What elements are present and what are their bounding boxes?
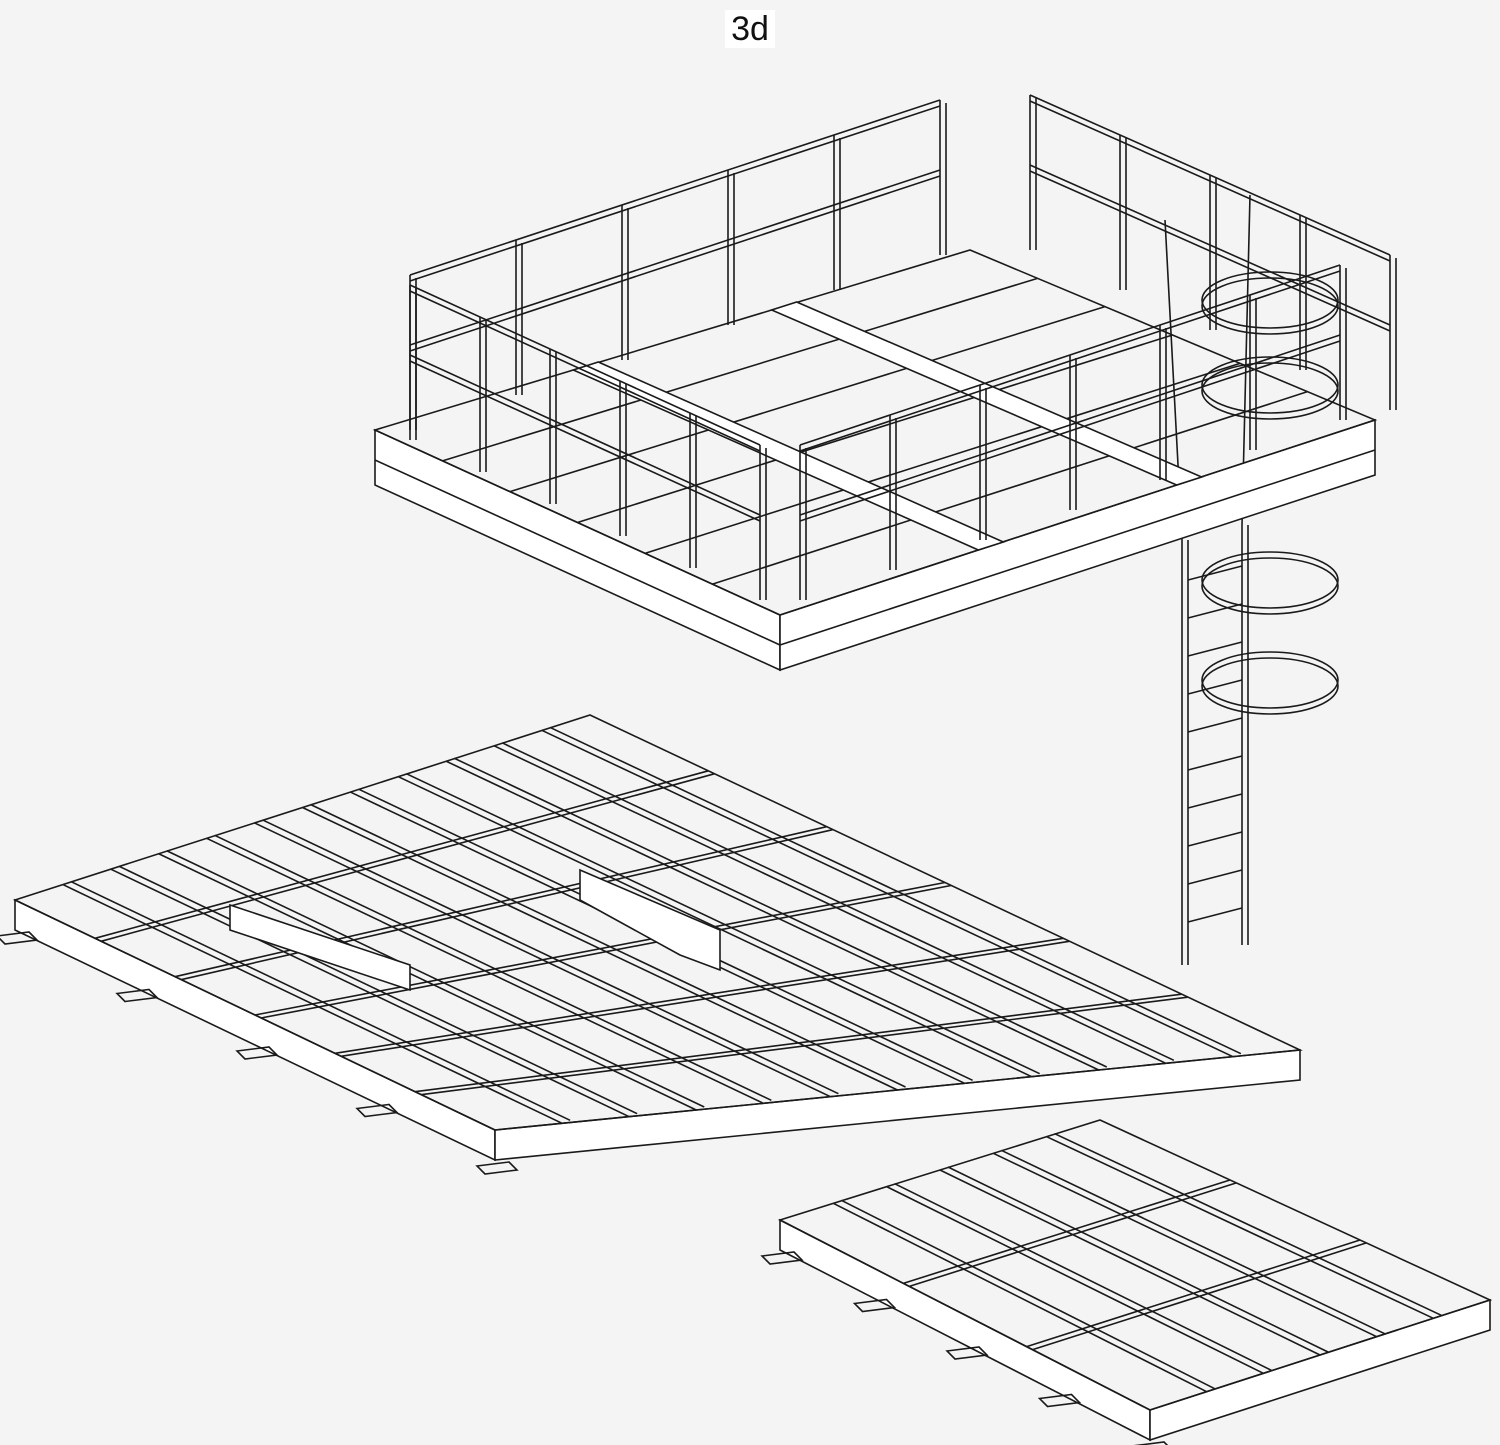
base-frame-left-joist-edge bbox=[453, 757, 1108, 1068]
base-frame-right-joist bbox=[1046, 1135, 1434, 1320]
base-frame-left-joist-edge bbox=[118, 865, 638, 1115]
support-beam bbox=[229, 903, 411, 992]
drawing-title: 3d bbox=[0, 10, 1500, 49]
deck-joist bbox=[509, 305, 1106, 493]
base-frame-left-joist-edge bbox=[310, 803, 906, 1088]
ladder-rung bbox=[1187, 717, 1243, 733]
platform-with-railing bbox=[372, 94, 1397, 672]
base-frame-left-joist bbox=[541, 729, 1234, 1058]
base-plate bbox=[1037, 1393, 1082, 1408]
railing-front-mid-rail bbox=[409, 354, 761, 516]
ladder-cage-hoop-edge bbox=[1201, 277, 1339, 335]
base-plate bbox=[235, 1046, 279, 1060]
base-frame-right-side-beam bbox=[1149, 1298, 1491, 1442]
base-frame-left-joist-edge bbox=[501, 742, 1175, 1062]
railing-front-mid-rail-edge bbox=[409, 360, 761, 522]
deck-joist bbox=[644, 362, 1241, 555]
ladder-rung bbox=[1187, 793, 1243, 809]
ladder-rung bbox=[1187, 755, 1243, 771]
ladder-rung bbox=[1187, 869, 1243, 885]
ladder-cage-hoop bbox=[1201, 551, 1339, 609]
base-plate bbox=[475, 1161, 519, 1175]
ladder-cage-hoop bbox=[1201, 356, 1339, 414]
ladder-rung bbox=[1187, 641, 1243, 657]
base-frame-left-joist-edge bbox=[70, 880, 571, 1122]
deck-joist bbox=[712, 390, 1308, 585]
base-frame bbox=[0, 714, 1493, 1445]
base-frame-left-joist-edge bbox=[549, 726, 1242, 1055]
base-frame-left-joist bbox=[493, 745, 1167, 1065]
ladder-rung bbox=[1187, 907, 1243, 923]
platform-side-beam bbox=[779, 418, 1376, 672]
base-plate bbox=[1133, 1441, 1169, 1445]
base-frame-right-joist-edge bbox=[947, 1166, 1329, 1353]
ladder-cage-hoop-edge bbox=[1201, 657, 1339, 715]
railing-back-left-mid-rail-edge bbox=[409, 175, 941, 352]
base-frame-left-joist-edge bbox=[405, 772, 1041, 1075]
base-frame-left-joist bbox=[158, 853, 697, 1111]
platform-deck-outline bbox=[372, 249, 1378, 616]
support-bracket bbox=[579, 868, 721, 972]
base-frame-left-joist-edge bbox=[214, 834, 772, 1102]
beam-flange bbox=[374, 459, 781, 646]
base-frame-right-joist-edge bbox=[1054, 1132, 1442, 1317]
base-plate bbox=[945, 1346, 989, 1360]
ladder-cage-hoop bbox=[1201, 271, 1339, 329]
base-frame-right-joist bbox=[832, 1202, 1208, 1393]
base-frame-right-joist bbox=[939, 1169, 1321, 1356]
base-frame-left-joist bbox=[445, 760, 1100, 1071]
base-frame-left-joist bbox=[254, 822, 831, 1098]
railing-back-left-top-rail-edge bbox=[409, 105, 941, 282]
base-frame-left-joist bbox=[397, 775, 1033, 1078]
ladder-rung bbox=[1187, 565, 1243, 581]
ladder-rung bbox=[1187, 679, 1243, 695]
ladder-rung bbox=[1187, 831, 1243, 847]
ladder-rung bbox=[1187, 603, 1243, 619]
base-frame-right-joist-edge bbox=[894, 1182, 1272, 1372]
railing-front-top-rail-edge bbox=[409, 290, 761, 452]
base-frame-right-joist bbox=[992, 1152, 1378, 1338]
railing-front-top-rail bbox=[409, 284, 761, 446]
deck-joist bbox=[442, 277, 1038, 462]
base-plate bbox=[355, 1103, 399, 1118]
base-plate bbox=[760, 1251, 804, 1265]
base-frame-left-joist bbox=[110, 868, 630, 1118]
beam-flange bbox=[779, 449, 1376, 646]
railing-back-left-top-rail bbox=[409, 99, 941, 276]
base-frame-left-joist bbox=[302, 806, 898, 1091]
ladder-cage-hoop-edge bbox=[1201, 557, 1339, 615]
base-frame-left-joist bbox=[206, 837, 764, 1105]
base-plate bbox=[0, 931, 39, 945]
base-plate bbox=[852, 1298, 897, 1313]
base-plate bbox=[115, 988, 159, 1003]
deck-girder bbox=[571, 361, 1006, 551]
ladder-cage-hoop bbox=[1201, 651, 1339, 709]
base-frame-left-joist-edge bbox=[262, 819, 839, 1095]
base-frame-left-joist-edge bbox=[166, 850, 705, 1108]
base-frame-right-joist-edge bbox=[1000, 1149, 1386, 1335]
deck-joist bbox=[577, 334, 1173, 524]
platform-front-beam bbox=[374, 428, 781, 672]
base-frame-right-joist bbox=[886, 1185, 1264, 1375]
base-frame-left-joist bbox=[62, 883, 563, 1125]
railing-back-left-mid-rail bbox=[409, 169, 941, 346]
ladder-cage-hoop-edge bbox=[1201, 362, 1339, 420]
base-frame-right-joist-edge bbox=[840, 1199, 1216, 1390]
cage-ladder bbox=[1164, 194, 1339, 965]
